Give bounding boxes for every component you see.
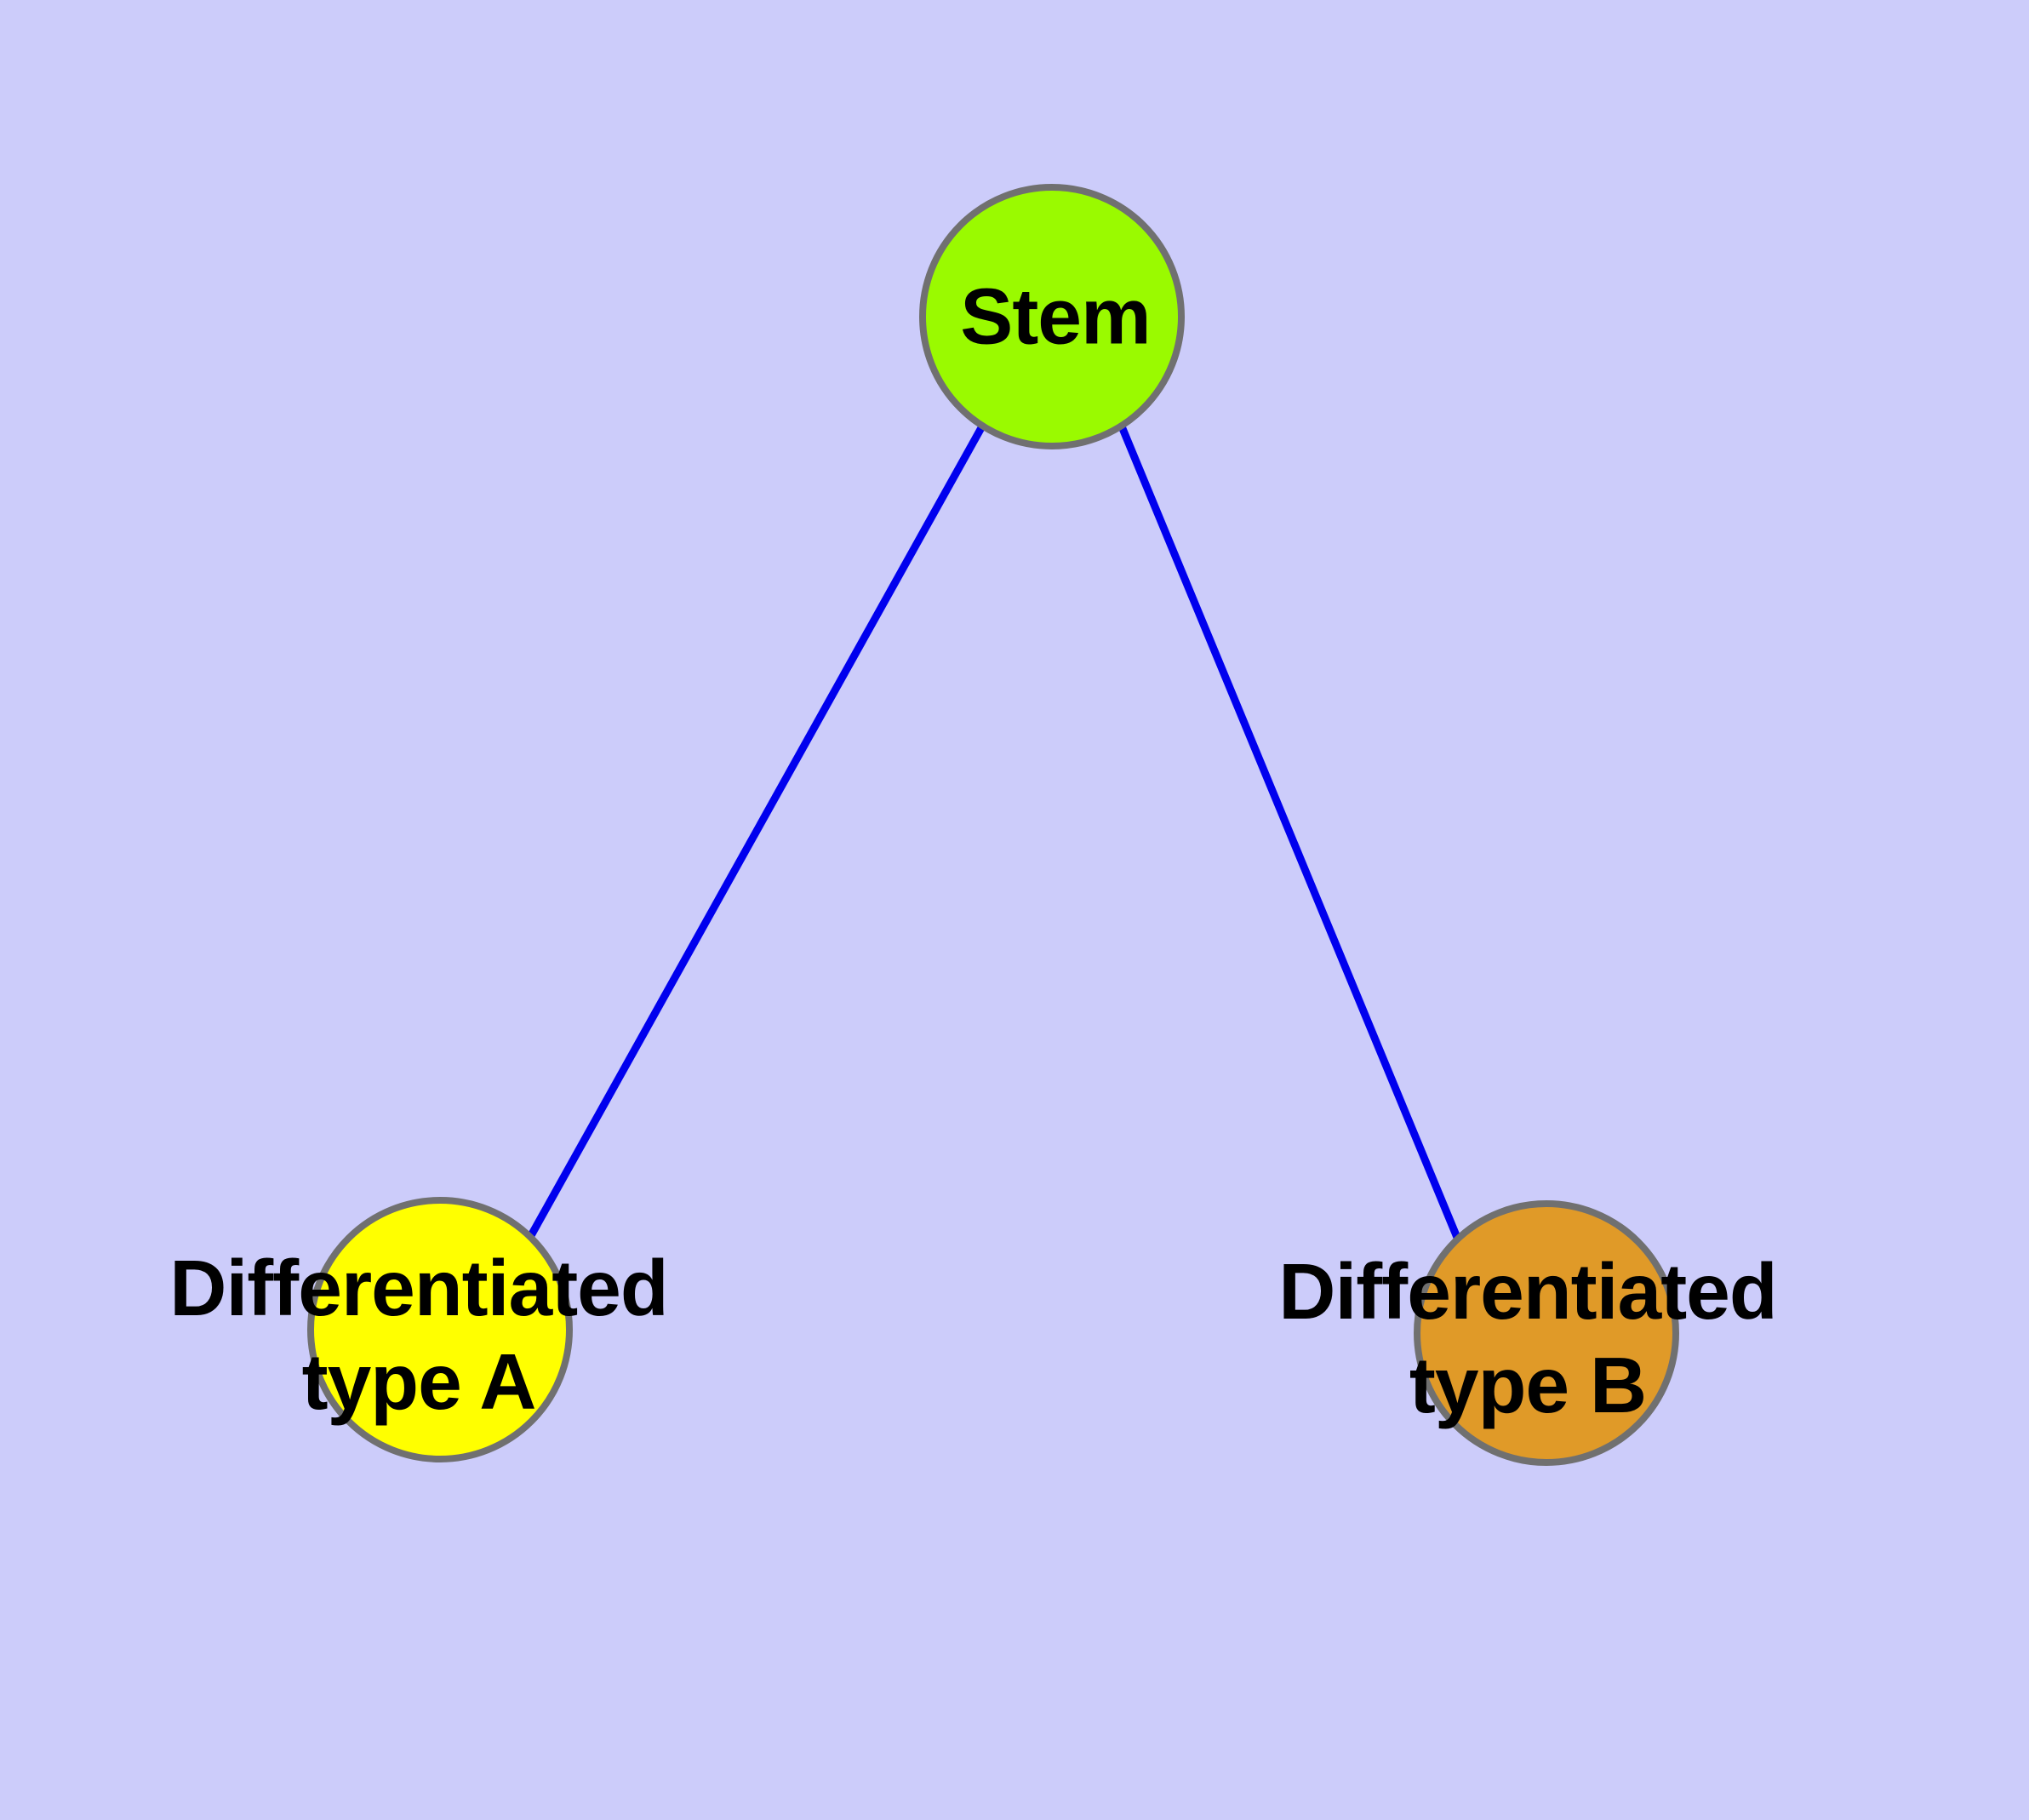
edge-stem-to-diff-a[interactable] xyxy=(526,422,986,1241)
edge-stem-to-diff-b[interactable] xyxy=(1117,425,1462,1241)
node-stem[interactable] xyxy=(919,184,1185,449)
edge-layer xyxy=(526,422,1462,1241)
node-diff-a[interactable] xyxy=(307,1197,573,1462)
node-diff-b[interactable] xyxy=(1414,1200,1679,1466)
node-layer xyxy=(307,184,1679,1466)
